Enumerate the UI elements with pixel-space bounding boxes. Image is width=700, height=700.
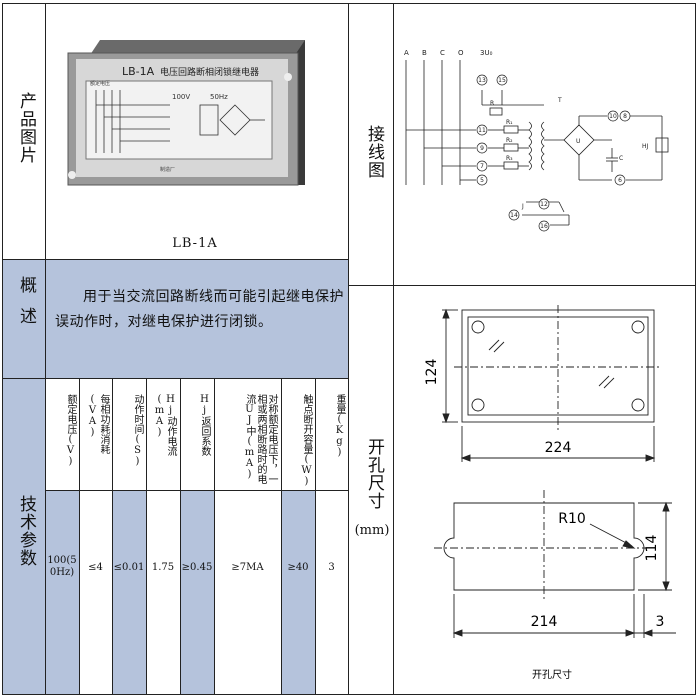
cutout-section-label: 开孔尺寸 xyxy=(364,438,384,510)
tech-section-label: 技术参数 xyxy=(16,495,36,567)
cutout-drawing: 124 224 R10 114 214 3 开孔尺寸 xyxy=(424,305,676,681)
param-value-capacity: ≥40 xyxy=(287,562,309,573)
cutout-caption: 开孔尺寸 xyxy=(532,668,572,681)
param-header-voltage: 额定电压(V) xyxy=(65,394,76,467)
comp-c: C xyxy=(619,155,623,162)
dim-top-height: 124 xyxy=(424,359,440,386)
terminal-7: 7 xyxy=(480,163,484,170)
param-value-hj-return: ≥0.45 xyxy=(181,562,213,573)
overview-text: 用于当交流回路断线而可能引起继电保护误动作时，对继电保护进行闭锁。 xyxy=(55,289,344,330)
overview-section-label: 概述 xyxy=(16,276,36,338)
param-header-hj-current: Hj动作电流(mA) xyxy=(154,394,176,456)
param-header-time: 动作时间(S) xyxy=(132,394,143,467)
terminal-16: 16 xyxy=(540,223,548,230)
device-bottom-text: 制造厂 xyxy=(160,166,175,173)
param-col-1 xyxy=(45,490,79,694)
terminal-8: 8 xyxy=(623,113,627,120)
param-value-sym-current: ≥7MA xyxy=(231,562,264,573)
terminal-9: 9 xyxy=(480,145,484,152)
comp-u: U xyxy=(576,138,580,145)
terminal-13: 13 xyxy=(478,77,486,84)
phase-b-label: B xyxy=(422,49,427,57)
terminal-6: 6 xyxy=(618,177,622,184)
device-voltage-text: 100V xyxy=(172,93,190,101)
param-value-time: ≤0.01 xyxy=(113,562,145,573)
comp-r1: R₁ xyxy=(506,119,513,126)
device-photo: LB-1A 电压回路断相闭锁继电器 额定电压 100V 50Hz 制造厂 xyxy=(67,40,305,186)
dim-bottom-height: 114 xyxy=(644,535,660,562)
phase-o-label: O xyxy=(458,49,464,57)
device-model-text: LB-1A xyxy=(122,65,155,78)
product-section-label: 产品图片 xyxy=(16,92,36,164)
param-value-voltage: 100(50Hz) xyxy=(47,555,77,578)
param-col-7 xyxy=(281,490,315,694)
overview-text-cell xyxy=(45,259,348,378)
device-title-text: 电压回路断相闭锁继电器 xyxy=(160,66,259,78)
comp-t: T xyxy=(557,97,562,104)
param-header-hj-return: Hj返回系数 xyxy=(199,394,210,456)
dim-top-width: 224 xyxy=(545,440,572,456)
param-header-weight: 重量(Kg) xyxy=(334,394,345,458)
device-freq-text: 50Hz xyxy=(210,93,228,101)
comp-r: R xyxy=(490,100,494,107)
u0-label: 3U₀ xyxy=(480,49,493,57)
overview-label-cell xyxy=(3,259,45,378)
param-col-5 xyxy=(180,490,214,694)
wiring-section-label: 接线图 xyxy=(364,125,384,179)
dim-bottom-width: 214 xyxy=(531,614,558,630)
comp-r3: R₃ xyxy=(506,155,513,162)
spec-sheet-frame xyxy=(2,3,696,695)
param-value-hj-current: 1.75 xyxy=(151,562,175,573)
terminal-11: 11 xyxy=(478,127,486,134)
param-header-sym-current: 对称额定电压下，一相或两相断路时的电流UJ中(mA) xyxy=(244,394,277,484)
param-value-power: ≤4 xyxy=(88,562,103,573)
tech-label-cell xyxy=(3,378,45,694)
terminal-14: 14 xyxy=(510,212,518,219)
dim-gap: 3 xyxy=(656,614,665,630)
cutout-unit-label: (mm) xyxy=(354,523,390,538)
param-header-power: 每相功耗消耗(VA) xyxy=(87,394,109,454)
comp-r2: R₂ xyxy=(506,137,513,144)
param-header-capacity: 触点断开容量(W) xyxy=(301,394,312,487)
param-col-3 xyxy=(112,490,146,694)
comp-j: J xyxy=(521,203,524,210)
dim-radius: R10 xyxy=(558,511,586,527)
phase-a-label: A xyxy=(404,49,409,57)
terminal-5: 5 xyxy=(480,177,484,184)
phase-c-label: C xyxy=(440,49,445,57)
device-sublabel-text: 额定电压 xyxy=(90,80,110,87)
comp-hj: HJ xyxy=(642,143,649,150)
terminal-10: 10 xyxy=(609,113,617,120)
terminal-15: 15 xyxy=(498,77,506,84)
param-value-weight: 3 xyxy=(328,562,335,573)
wiring-diagram: A B C O 3U₀ xyxy=(404,49,669,232)
product-caption: LB-1A xyxy=(172,236,218,251)
terminal-12: 12 xyxy=(540,201,548,208)
